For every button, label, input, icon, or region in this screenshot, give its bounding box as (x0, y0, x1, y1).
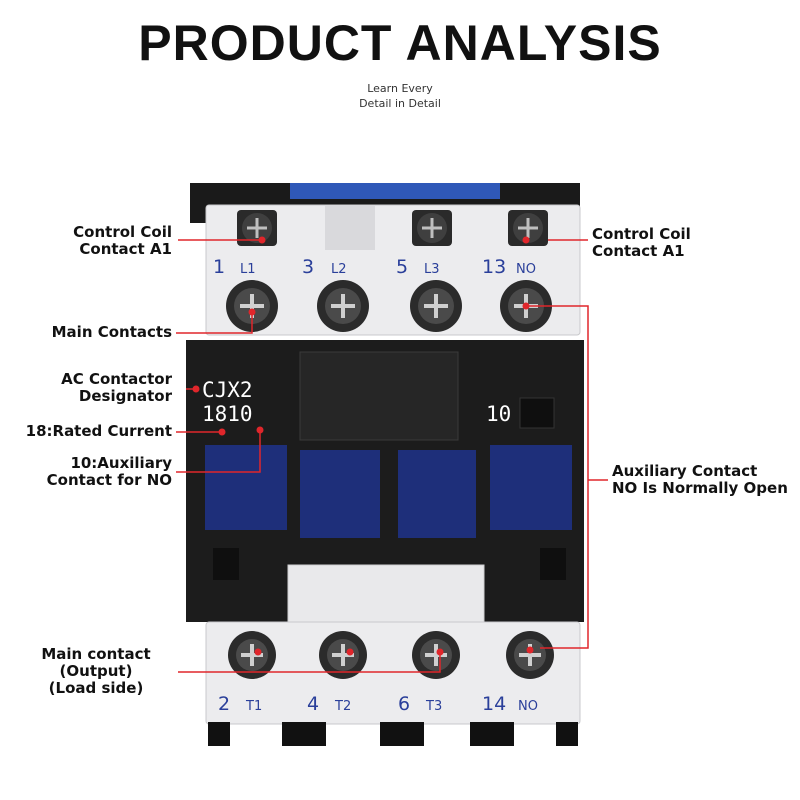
window-4 (490, 445, 572, 530)
output-screw-2-icon (228, 631, 276, 679)
callout-lines (176, 239, 608, 673)
callout-output-line-2: (Output) (59, 662, 133, 680)
side-slot-right (540, 548, 566, 580)
output-screw-6-icon (412, 631, 460, 679)
subtitle-line-2: Detail in Detail (359, 97, 441, 110)
model-line-2: 1810 (202, 402, 253, 426)
callout-coil-left-line-2: Contact A1 (79, 240, 172, 258)
main-screw-1-icon (226, 280, 278, 332)
callout-output: Main contact (Output) (Load side) (20, 646, 172, 697)
terminal-l2-label: L2 (331, 262, 347, 277)
foot-5 (556, 722, 578, 746)
main-screw-3-icon (317, 280, 369, 332)
foot-4 (470, 722, 514, 746)
callout-aux-normally-open-line-1: Auxiliary Contact (612, 462, 758, 480)
window-1 (205, 445, 287, 530)
page-title: PRODUCT ANALYSIS (138, 15, 662, 71)
callout-auxiliary-line-1: 10:Auxiliary (70, 454, 172, 472)
callout-main-contacts: Main Contacts (20, 324, 172, 341)
callout-dots (192, 236, 534, 656)
callout-designator-line-1: AC Contactor (61, 370, 172, 388)
foot-1 (208, 722, 230, 746)
terminal-14-number: 14 (482, 693, 506, 715)
callout-line-main-contacts (176, 312, 253, 334)
terminal-1-number: 1 (213, 256, 225, 278)
callout-line-auxiliary (176, 430, 261, 473)
foot-3 (380, 722, 424, 746)
coil-screw-left-icon (237, 210, 277, 246)
callout-output-line-3: (Load side) (48, 679, 144, 697)
callout-rated-current-text: 18:Rated Current (25, 422, 172, 440)
main-screw-5-icon (410, 280, 462, 332)
terminal-6-number: 6 (398, 693, 410, 715)
callout-coil-left-line-1: Control Coil (73, 223, 172, 241)
terminal-t2-label: T2 (334, 699, 351, 714)
armature-housing (299, 351, 459, 441)
output-screw-14-icon (506, 631, 554, 679)
terminal-4-number: 4 (307, 693, 319, 715)
top-terminal-block (205, 204, 581, 336)
foot-2 (282, 722, 326, 746)
coil-screw-middle-icon (412, 210, 452, 246)
terminal-2-number: 2 (218, 693, 230, 715)
callout-coil-right: Control Coil Contact A1 (592, 226, 691, 260)
callout-aux-normally-open-line-2: NO Is Normally Open (612, 479, 788, 497)
subtitle-line-1: Learn Every (367, 82, 433, 95)
terminal-13-number: 13 (482, 256, 506, 278)
terminal-l1-label: L1 (240, 262, 256, 277)
callout-line-aux-no (526, 305, 589, 649)
model-line-1: CJX2 (202, 378, 253, 402)
aux-indicator-slot (519, 397, 555, 429)
terminal-t3-label: T3 (425, 699, 442, 714)
callout-output-line-1: Main contact (41, 645, 151, 663)
terminal-5-number: 5 (396, 256, 408, 278)
callout-coil-right-line-2: Contact A1 (592, 242, 685, 260)
window-2 (300, 450, 380, 538)
terminal-no-top-label: NO (516, 262, 536, 277)
top-label-strip (290, 183, 500, 199)
terminal-l3-label: L3 (424, 262, 440, 277)
callout-line-output (178, 652, 441, 673)
callout-designator: AC Contactor Designator (20, 371, 172, 405)
callout-coil-right-line-1: Control Coil (592, 225, 691, 243)
callout-rated-current: 18:Rated Current (10, 423, 172, 440)
window-3 (398, 450, 476, 538)
top-cover-slot (325, 205, 375, 250)
lower-cover-plate (287, 564, 485, 624)
side-slot-left (213, 548, 239, 580)
terminal-3-number: 3 (302, 256, 314, 278)
callout-aux-normally-open: Auxiliary Contact NO Is Normally Open (612, 463, 788, 497)
callout-coil-left: Control Coil Contact A1 (40, 224, 172, 258)
terminal-no-bottom-label: NO (518, 699, 538, 714)
terminal-t1-label: T1 (245, 699, 262, 714)
callout-designator-line-2: Designator (78, 387, 172, 405)
callout-auxiliary-line-2: Contact for NO (46, 471, 172, 489)
coil-screw-right-icon (508, 210, 548, 246)
callout-auxiliary: 10:Auxiliary Contact for NO (20, 455, 172, 489)
callout-main-contacts-text: Main Contacts (51, 323, 172, 341)
aux-code-text: 10 (486, 402, 511, 426)
